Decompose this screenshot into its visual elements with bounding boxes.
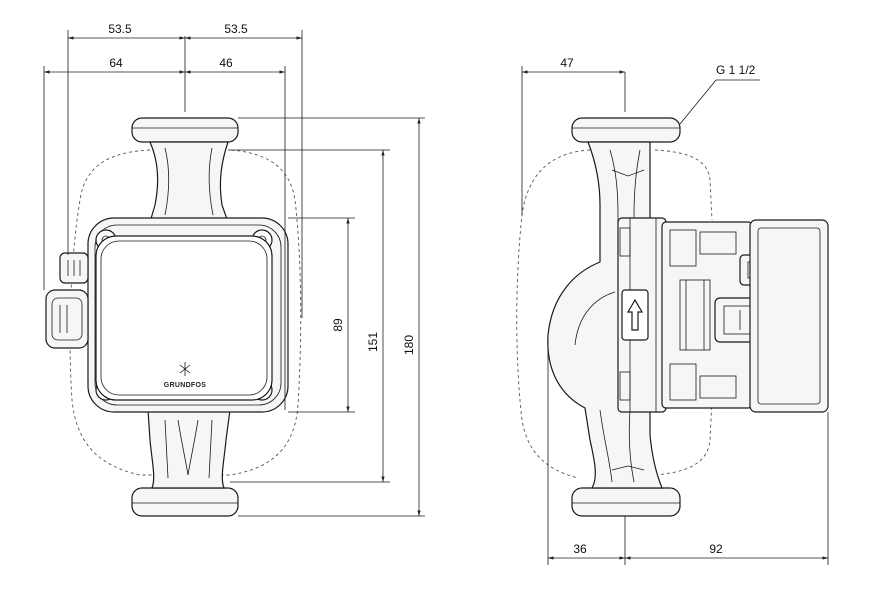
- dim-inlet-offset: 47: [560, 56, 574, 70]
- dim-top-right: 53.5: [224, 22, 248, 36]
- dim-back-depth: 36: [573, 542, 587, 556]
- front-view: GRUNDFOS 53.5 53.5 64 46 89: [43, 22, 425, 517]
- front-lower-neck: [147, 409, 231, 489]
- dim-head-height: 89: [331, 318, 345, 332]
- grundfos-logo-text: GRUNDFOS: [164, 382, 206, 389]
- front-top-flange: [131, 117, 239, 143]
- dim-flange-offset: 46: [219, 56, 233, 70]
- side-view: G 1 1/2 47 36 92: [516, 56, 829, 565]
- dim-overall-height: 180: [402, 335, 416, 355]
- side-bottom-flange: [571, 487, 681, 517]
- dim-body-height: 151: [366, 332, 380, 352]
- front-upper-neck: [149, 141, 229, 223]
- grundfos-logo: GRUNDFOS: [164, 362, 206, 389]
- dim-connector-offset: 64: [109, 56, 123, 70]
- thread-label: G 1 1/2: [716, 63, 756, 77]
- dim-front-depth: 92: [709, 542, 723, 556]
- front-display-face: [95, 235, 273, 401]
- flow-arrow-plate: [621, 289, 649, 341]
- side-top-flange: [571, 117, 681, 143]
- side-rear-cover: [749, 219, 829, 413]
- front-bottom-flange: [131, 487, 239, 517]
- dim-top-left: 53.5: [108, 22, 132, 36]
- grundfos-logo-icon: [179, 362, 191, 376]
- flow-direction-arrow-icon: [626, 298, 644, 331]
